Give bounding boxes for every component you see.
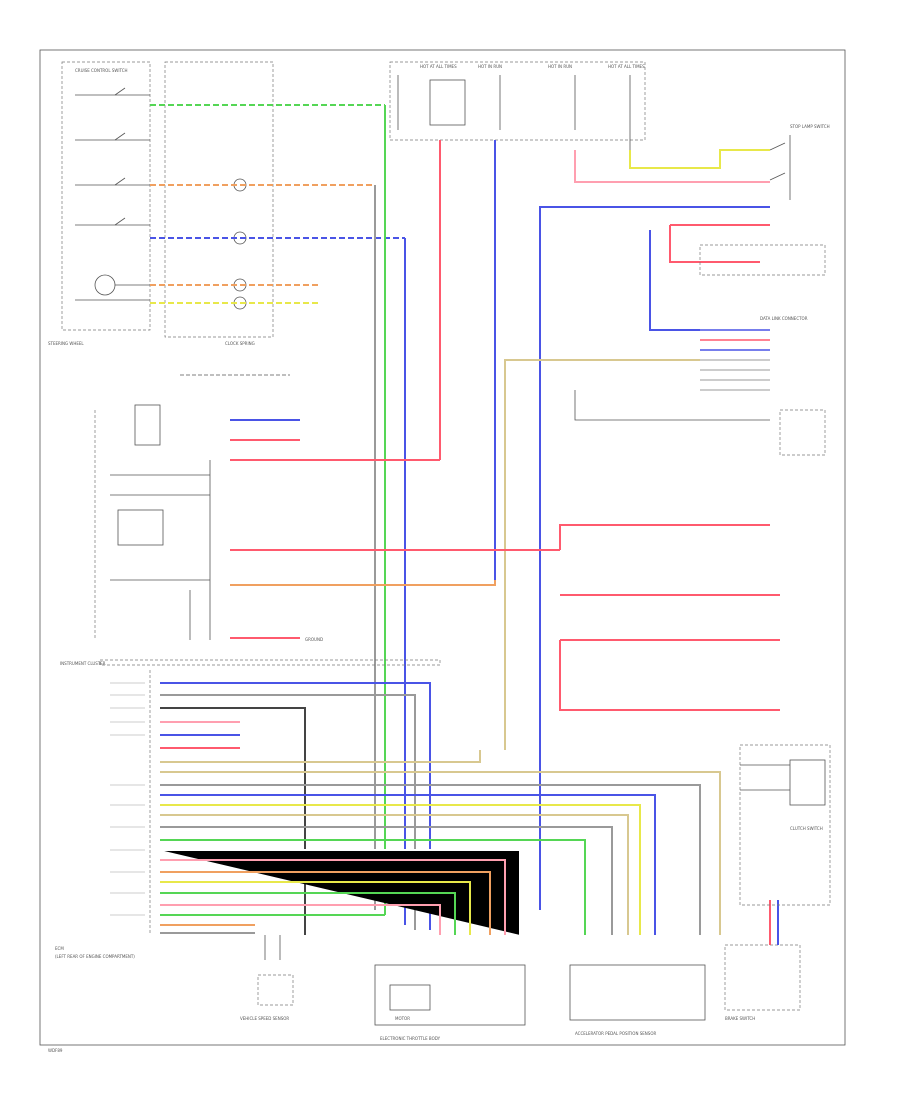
- wire-orange-middle: [230, 580, 496, 586]
- brake-switch-box: [724, 944, 801, 1011]
- motor-label: MOTOR: [395, 1016, 410, 1021]
- accel-pedal-box: [569, 964, 706, 1021]
- wire-yellow-stop: [629, 149, 770, 169]
- wire-red-r5: [559, 640, 780, 711]
- relay-right-box: [699, 244, 826, 276]
- wire-blue-ecm-a: [649, 230, 700, 331]
- wire-red-right-2: [669, 225, 760, 263]
- vehicle-speed-sensor: [257, 935, 294, 1006]
- footer-code: WDF89: [48, 1048, 63, 1053]
- fuse-label-2: HOT IN RUN: [478, 64, 502, 69]
- wire-tan-datalink: [504, 359, 700, 750]
- fuse-block-box: [389, 61, 646, 141]
- motor-box: [389, 984, 431, 1011]
- fuse-label-3: HOT IN RUN: [548, 64, 572, 69]
- brake-switch-pins: [769, 900, 779, 945]
- left-switches: [94, 404, 211, 640]
- stop-lamp-switch: [769, 135, 791, 200]
- cruise-switch-contacts: [75, 87, 150, 301]
- clock-spring-connectors: [233, 178, 247, 310]
- wire-red-right-3: [559, 524, 770, 550]
- ecm-pin-marks: [110, 682, 145, 916]
- gray-loop: [574, 390, 770, 421]
- accel-pedal-label: ACCELERATOR PEDAL POSITION SENSOR: [575, 1031, 656, 1036]
- ecm-note: (LEFT REAR OF ENGINE COMPARTMENT): [55, 954, 135, 959]
- fuse-label-4: HOT AT ALL TIMES: [608, 64, 645, 69]
- clutch-switch-body: [789, 759, 826, 806]
- wire-blue-right: [539, 206, 770, 910]
- instrument-cluster-label: INSTRUMENT CLUSTER: [60, 661, 106, 666]
- fuse-label-1: HOT AT ALL TIMES: [420, 64, 457, 69]
- cruise-switch-label: CRUISE CONTROL SWITCH: [75, 68, 128, 73]
- ecm-label: ECM: [55, 946, 64, 951]
- clock-spring-label: CLOCK SPRING: [225, 341, 255, 346]
- data-link-pins: [700, 329, 770, 391]
- data-link-label: DATA LINK CONNECTOR: [760, 316, 808, 321]
- ground-label: GROUND: [305, 637, 323, 642]
- ecm-wires: [160, 682, 721, 935]
- clutch-switch-box: [739, 744, 831, 906]
- steering-wheel-label: STEERING WHEEL: [48, 341, 84, 346]
- cruise-switch-box: [61, 61, 151, 331]
- wire-pink-stop: [574, 150, 770, 183]
- relay-box: [429, 79, 466, 126]
- brake-switch-label: BRAKE SWITCH: [725, 1016, 755, 1021]
- cluster-top-border: [99, 659, 441, 666]
- diagram-frame: [39, 49, 846, 1046]
- clock-spring-box: [164, 61, 274, 338]
- stop-lamp-label: STOP LAMP SWITCH: [790, 124, 830, 129]
- right-relay-box: [779, 409, 826, 456]
- top-fuse-labels: HOT AT ALL TIMES HOT IN RUN HOT IN RUN H…: [420, 64, 645, 69]
- throttle-body-label: ELECTRONIC THROTTLE BODY: [380, 1036, 441, 1041]
- clutch-switch-label: CLUTCH SWITCH: [790, 826, 823, 831]
- vss-label: VEHICLE SPEED SENSOR: [240, 1016, 289, 1021]
